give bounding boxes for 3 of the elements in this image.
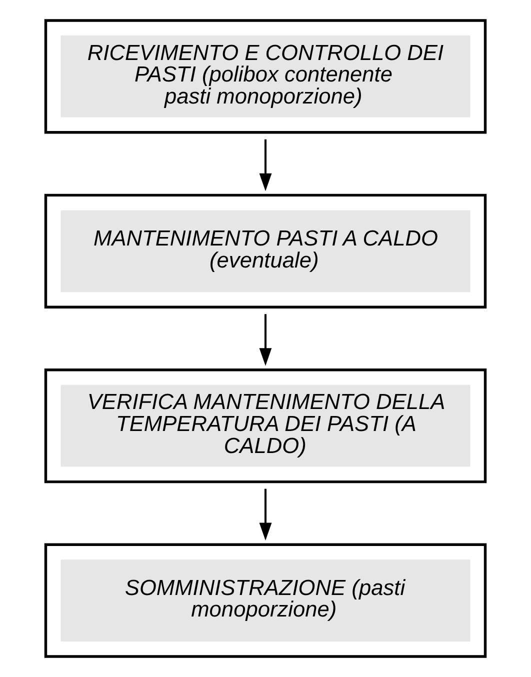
arrow [259, 139, 272, 192]
arrow [259, 488, 272, 541]
arrow [259, 314, 272, 366]
